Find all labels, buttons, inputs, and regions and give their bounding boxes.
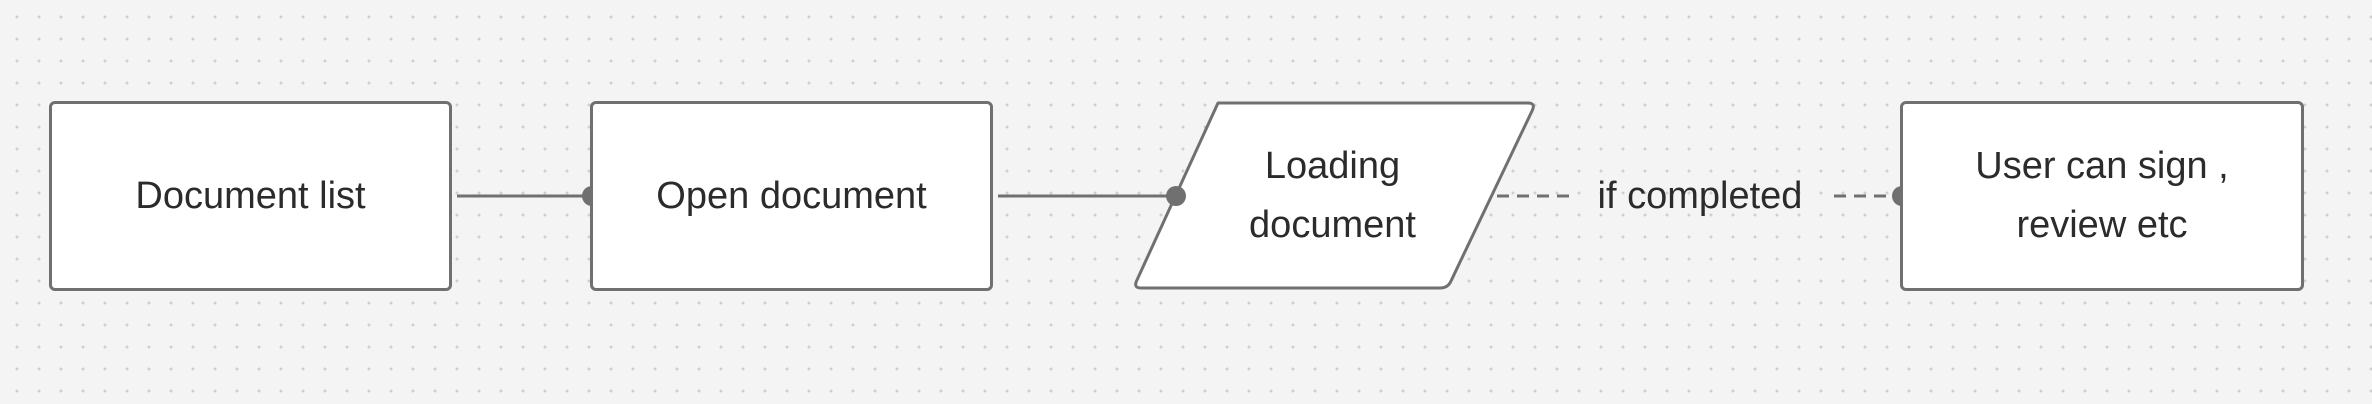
open-document-node[interactable]: Open document [590,101,993,291]
document-list-label: Document list [135,174,366,217]
loading-document-node[interactable]: Loading document [1145,101,1520,291]
user-can-sign-node[interactable]: User can sign , review etc [1900,101,2304,291]
connector-endpoint-dot[interactable] [1166,186,1186,206]
open-document-label: Open document [656,174,927,217]
document-list-node[interactable]: Document list [49,101,452,291]
loading-document-label: Loading document [1249,145,1416,246]
edge-label-if-completed[interactable]: if completed [1570,166,1830,226]
edge-label-text: if completed [1597,174,1803,217]
user-can-sign-label: User can sign , review etc [1975,145,2229,246]
loading-document-shape[interactable] [1134,101,1535,290]
